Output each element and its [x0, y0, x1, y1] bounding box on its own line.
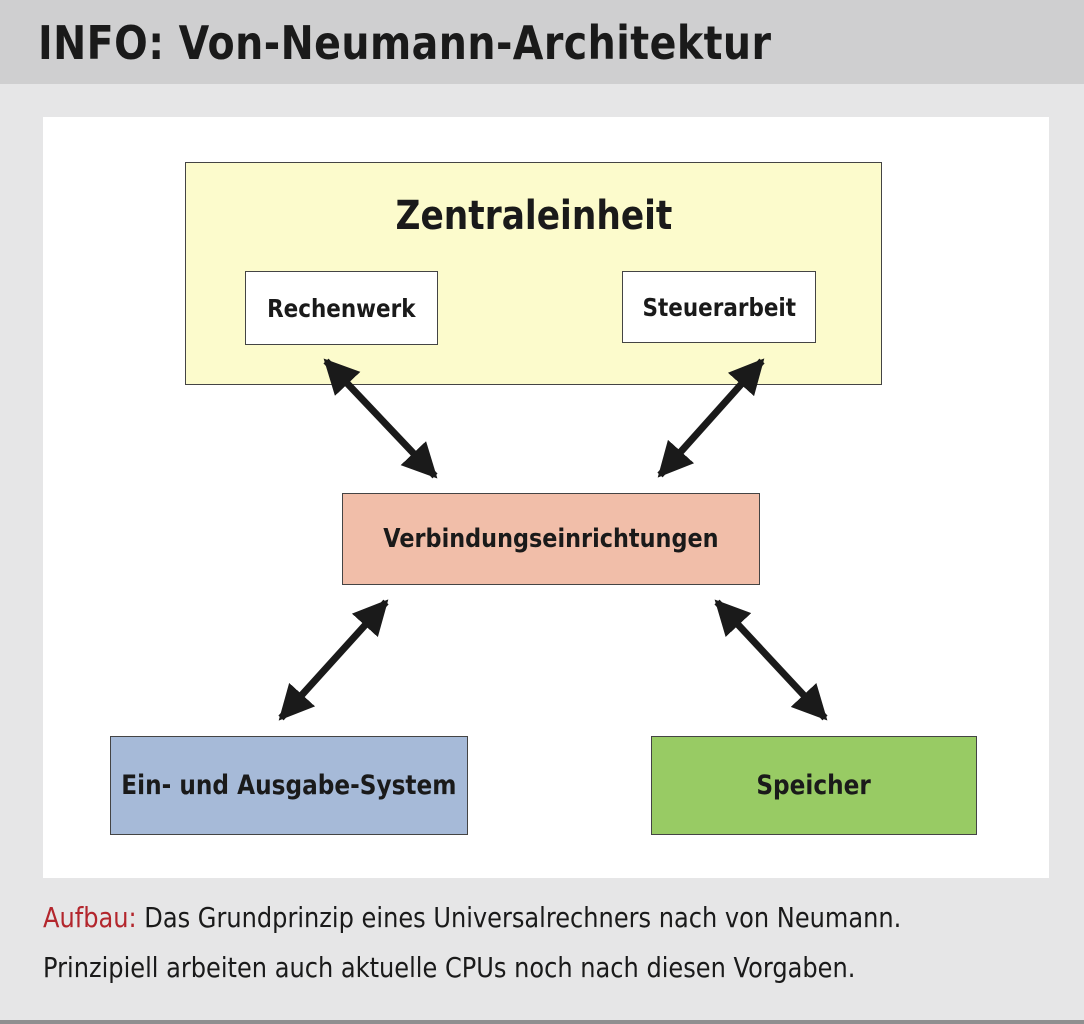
cpu-title-text: Zentraleinheit — [395, 193, 672, 239]
diagram-canvas: Zentraleinheit Rechenwerk Steuerarbeit V… — [43, 117, 1049, 878]
bus-box: Verbindungseinrichtungen — [342, 493, 760, 585]
bus-label: Verbindungseinrichtungen — [383, 524, 719, 554]
caption-key: Aufbau: — [43, 901, 137, 934]
header-bar: INFO: Von-Neumann-Architektur — [0, 0, 1084, 84]
io-system-box: Ein- und Ausgabe-System — [110, 736, 468, 835]
arrow-bus-io — [278, 599, 389, 721]
caption-line-2: Prinzipiell arbeiten auch aktuelle CPUs … — [43, 951, 856, 984]
alu-label: Rechenwerk — [267, 293, 416, 323]
arrow-alu-bus — [323, 358, 438, 479]
io-system-label: Ein- und Ausgabe-System — [121, 770, 457, 801]
page-title: INFO: Von-Neumann-Architektur — [38, 16, 772, 70]
caption-line-1: Aufbau: Das Grundprinzip eines Universal… — [43, 893, 908, 943]
bottom-divider — [0, 1020, 1084, 1024]
connection-arrows — [278, 358, 828, 721]
alu-box: Rechenwerk — [245, 271, 438, 345]
arrow-control-bus — [657, 358, 765, 478]
control-unit-box: Steuerarbeit — [622, 271, 816, 343]
cpu-title: Zentraleinheit — [186, 191, 881, 241]
memory-box: Speicher — [651, 736, 977, 835]
arrow-bus-memory — [714, 599, 828, 721]
caption-text-1: Das Grundprinzip eines Universalrechners… — [136, 901, 902, 934]
control-unit-label: Steuerarbeit — [642, 292, 796, 322]
memory-label: Speicher — [756, 770, 872, 801]
caption: Aufbau: Das Grundprinzip eines Universal… — [43, 893, 1049, 993]
